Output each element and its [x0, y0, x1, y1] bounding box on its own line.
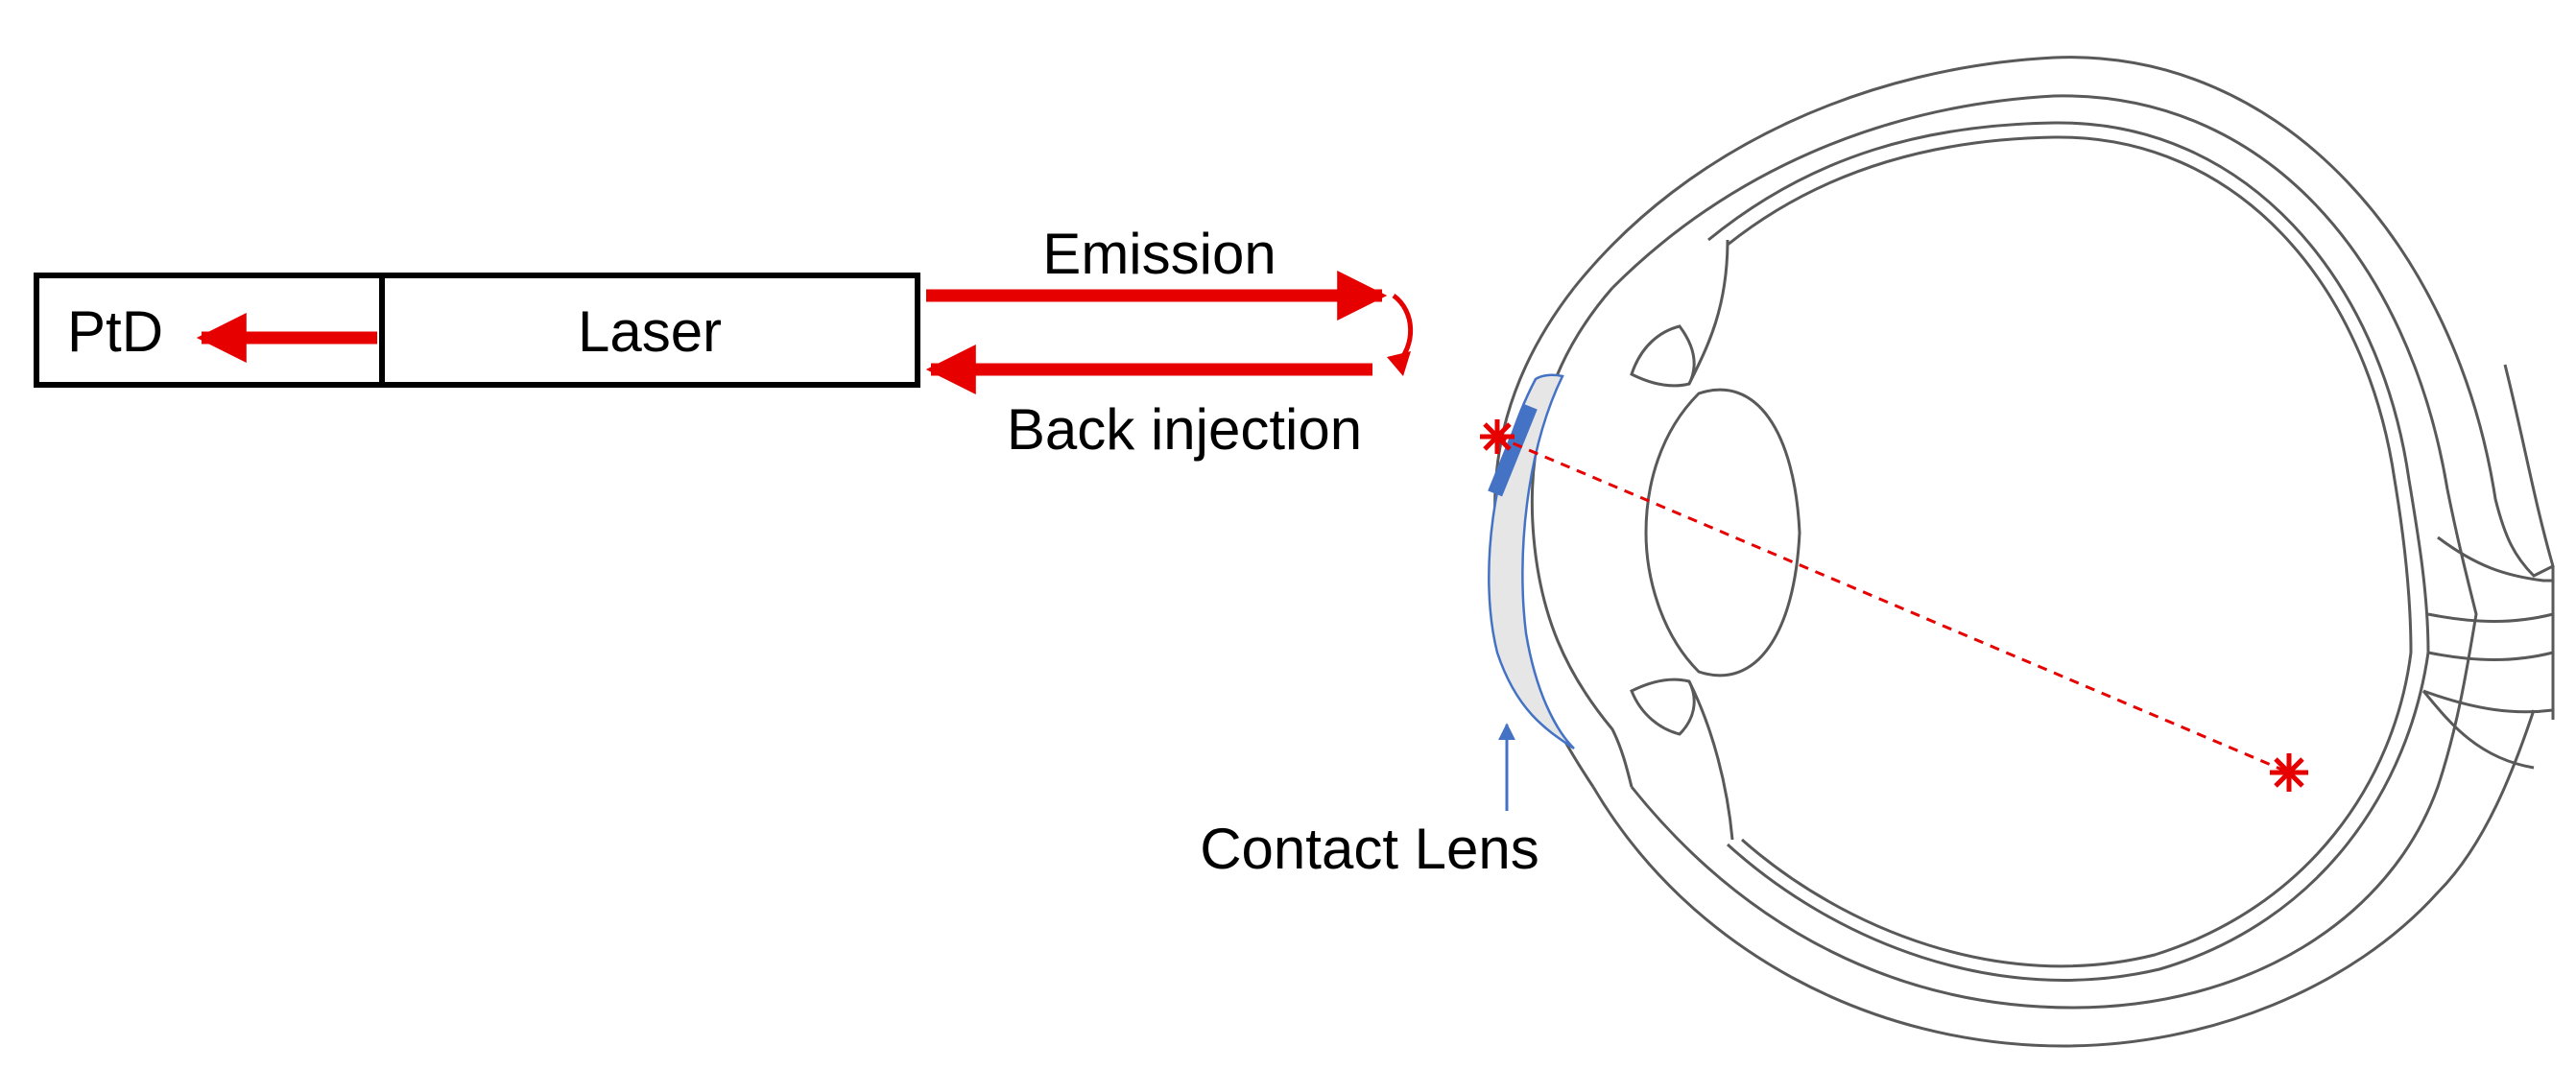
retina-layer [1727, 135, 2413, 968]
crystalline-lens [1644, 388, 1801, 678]
laser-label: Laser [578, 299, 722, 364]
lens-sensor [1488, 403, 1538, 497]
optic-nerve-top [2437, 535, 2553, 583]
optic-nerve-2 [2427, 651, 2554, 661]
beam-group: Emission Back injection [925, 222, 1414, 462]
iris-top [1630, 324, 1696, 388]
back-injection-label: Back injection [1007, 397, 1362, 462]
ptd-label: PtD [67, 299, 163, 364]
sclera-outer [1572, 56, 2555, 578]
spark-retina [2270, 753, 2308, 792]
choroid-layer [1707, 121, 2430, 982]
optic-nerve-3 [2422, 689, 2554, 714]
eye [1493, 56, 2555, 1048]
optic-nerve-1 [2427, 612, 2554, 623]
laser-box [34, 273, 920, 388]
optic-nerve-bottom [2421, 690, 2535, 770]
spark-anterior [1480, 419, 1515, 454]
sclera-outer-bottom [1591, 709, 2536, 1048]
reflection-arrowhead [1387, 351, 1411, 376]
optical-path [1496, 435, 2290, 774]
laser-assembly: PtD Laser [34, 273, 920, 388]
emission-label: Emission [1042, 222, 1276, 286]
sclera-inner [1610, 94, 2478, 1010]
ciliary-top [1687, 239, 1729, 385]
contact-lens-label: Contact Lens [1200, 817, 1539, 881]
iris-bottom [1630, 678, 1696, 736]
ciliary-bottom [1687, 680, 1734, 841]
